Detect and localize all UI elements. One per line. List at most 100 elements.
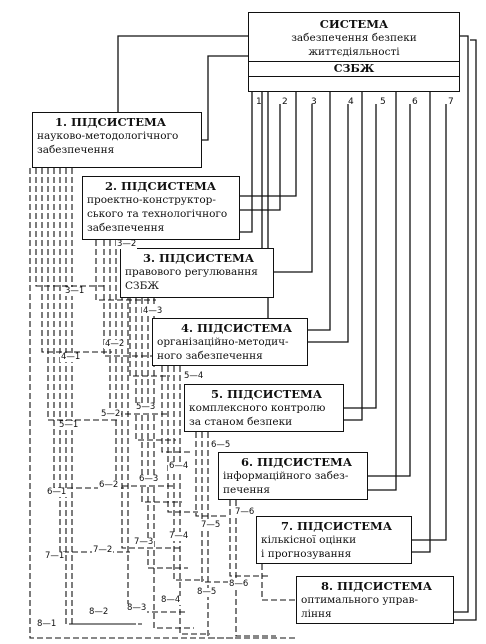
dashed-link-from-subsystem-1 xyxy=(35,168,106,287)
channel-number: 6 xyxy=(412,97,418,107)
link-channel-5-b xyxy=(368,92,397,491)
link-channel-4-b xyxy=(344,92,363,421)
dashed-link-from-subsystem-5 xyxy=(201,432,232,583)
link-channel-2-b xyxy=(240,92,297,197)
dashed-link-from-subsystem-2 xyxy=(103,240,164,357)
subsystem-4-line: ного забезпечення xyxy=(157,350,263,362)
link-label: 7—2 xyxy=(92,545,114,555)
link-label: 8—3 xyxy=(126,603,148,613)
link-label: 6—4 xyxy=(168,461,190,471)
channel-number: 7 xyxy=(448,97,454,107)
channel-number: 1 xyxy=(256,97,262,107)
subsystem-2-title: 2. ПІДСИСТЕМА xyxy=(105,179,217,193)
system-channel-row xyxy=(249,76,459,91)
subsystem-6-box: 6. ПІДСИСТЕМА інформаційного забез- пече… xyxy=(218,452,368,500)
link-label: 3—2 xyxy=(116,239,138,249)
link-label: 7—4 xyxy=(168,531,190,541)
dashed-link-from-subsystem-1 xyxy=(47,168,118,421)
system-title: СИСТЕМА xyxy=(319,17,389,31)
link-label: 8—2 xyxy=(88,607,110,617)
subsystem-1-box: 1. ПІДСИСТЕМА науково-методологічного за… xyxy=(32,112,202,168)
dashed-link-from-subsystem-7 xyxy=(261,564,296,601)
system-line-2: життєдіяльності xyxy=(308,46,400,58)
channel-number: 5 xyxy=(380,97,386,107)
link-system-subsystem-1-b xyxy=(202,55,248,141)
link-label: 5—4 xyxy=(183,371,205,381)
subsystem-3-title: 3. ПІДСИСТЕМА xyxy=(143,251,255,265)
dashed-link-from-subsystem-5 xyxy=(195,432,226,517)
link-label: 3—1 xyxy=(64,286,86,296)
link-label: 6—2 xyxy=(98,480,120,490)
link-label: 4—1 xyxy=(60,352,82,362)
channel-number: 2 xyxy=(282,97,288,107)
link-label: 8—5 xyxy=(196,587,218,597)
dashed-link-from-subsystem-4 xyxy=(179,366,210,635)
dashed-link-from-subsystem-4 xyxy=(173,366,204,581)
subsystem-2-line: ського та технологічного xyxy=(87,208,228,220)
subsystem-1-title: 1. ПІДСИСТЕМА xyxy=(55,115,167,129)
link-channel-6-b xyxy=(412,92,431,553)
channel-number: 4 xyxy=(348,97,354,107)
link-channel-7 xyxy=(412,104,447,541)
subsystem-2-box: 2. ПІДСИСТЕМА проектно-конструктор- сько… xyxy=(82,176,240,240)
subsystem-5-line: комплексного контролю xyxy=(189,402,326,414)
link-label: 5—3 xyxy=(135,402,157,412)
subsystem-8-box: 8. ПІДСИСТЕМА оптимального управ- ління xyxy=(296,576,454,624)
link-label: 7—1 xyxy=(44,551,66,561)
link-label: 8—4 xyxy=(160,595,182,605)
link-channel-3 xyxy=(274,104,313,273)
subsystem-6-line: печення xyxy=(223,484,270,496)
link-channel-3-b xyxy=(308,92,331,331)
subsystem-7-line: і прогнозування xyxy=(261,548,352,560)
subsystem-2-line: проектно-конструктор- xyxy=(87,194,216,206)
link-label: 4—3 xyxy=(142,306,164,316)
system-abbreviation: СЗБЖ xyxy=(249,61,459,76)
subsystem-4-box: 4. ПІДСИСТЕМА організаційно-методич- ног… xyxy=(152,318,308,366)
subsystem-5-line: за станом безпеки xyxy=(189,416,293,428)
link-label: 7—6 xyxy=(234,507,256,517)
dashed-link-from-subsystem-1 xyxy=(41,168,112,353)
subsystem-7-line: кількісної оцінки xyxy=(261,534,357,546)
link-channel-5 xyxy=(344,104,377,409)
link-channel-2 xyxy=(240,104,281,211)
dashed-link-from-subsystem-3 xyxy=(141,298,182,503)
dashed-link-from-subsystem-3 xyxy=(147,298,188,569)
subsystem-2-line: забезпечення xyxy=(87,222,165,234)
subsystem-5-box: 5. ПІДСИСТЕМА комплексного контролю за с… xyxy=(184,384,344,432)
dashed-link-from-subsystem-1 xyxy=(71,168,142,625)
link-label: 6—5 xyxy=(210,440,232,450)
subsystem-3-box: 3. ПІДСИСТЕМА правового регулювання СЗБЖ xyxy=(120,248,274,298)
channel-number: 3 xyxy=(311,97,317,107)
system-box: СИСТЕМА забезпечення безпеки життєдіяльн… xyxy=(248,12,460,92)
dashed-link-from-subsystem-1 xyxy=(65,168,136,625)
subsystem-5-title: 5. ПІДСИСТЕМА xyxy=(211,387,323,401)
link-system-subsystem-1 xyxy=(117,35,248,112)
subsystem-1-line: забезпечення xyxy=(37,144,115,156)
dashed-link-from-subsystem-3 xyxy=(129,298,170,377)
subsystem-7-title: 7. ПІДСИСТЕМА xyxy=(281,519,393,533)
subsystem-6-title: 6. ПІДСИСТЕМА xyxy=(241,455,353,469)
subsystem-4-line: організаційно-методич- xyxy=(157,336,289,348)
link-system-subsystem-8 xyxy=(454,35,469,613)
subsystem-3-line: правового регулювання xyxy=(125,266,258,278)
dashed-link-from-subsystem-3 xyxy=(135,298,176,441)
subsystem-4-title: 4. ПІДСИСТЕМА xyxy=(181,321,293,335)
link-label: 6—3 xyxy=(138,474,160,484)
link-channel-4 xyxy=(308,104,349,343)
system-line-1: забезпечення безпеки xyxy=(291,32,417,44)
link-label: 6—1 xyxy=(46,487,68,497)
link-label: 5—2 xyxy=(100,409,122,419)
subsystem-8-line: ління xyxy=(301,608,332,620)
subsystem-8-line: оптимального управ- xyxy=(301,594,419,606)
dashed-link-from-subsystem-4 xyxy=(167,366,198,513)
link-label: 5—1 xyxy=(58,420,80,430)
dashed-link-outer-left xyxy=(29,168,296,639)
subsystem-3-line: СЗБЖ xyxy=(125,280,160,292)
link-label: 4—2 xyxy=(104,339,126,349)
link-label: 7—5 xyxy=(200,520,222,530)
subsystem-6-line: інформаційного забез- xyxy=(223,470,349,482)
subsystem-8-title: 8. ПІДСИСТЕМА xyxy=(321,579,433,593)
subsystem-1-line: науково-методологічного xyxy=(37,130,179,142)
dashed-link-from-subsystem-6 xyxy=(235,500,276,637)
link-channel-6 xyxy=(368,104,411,477)
